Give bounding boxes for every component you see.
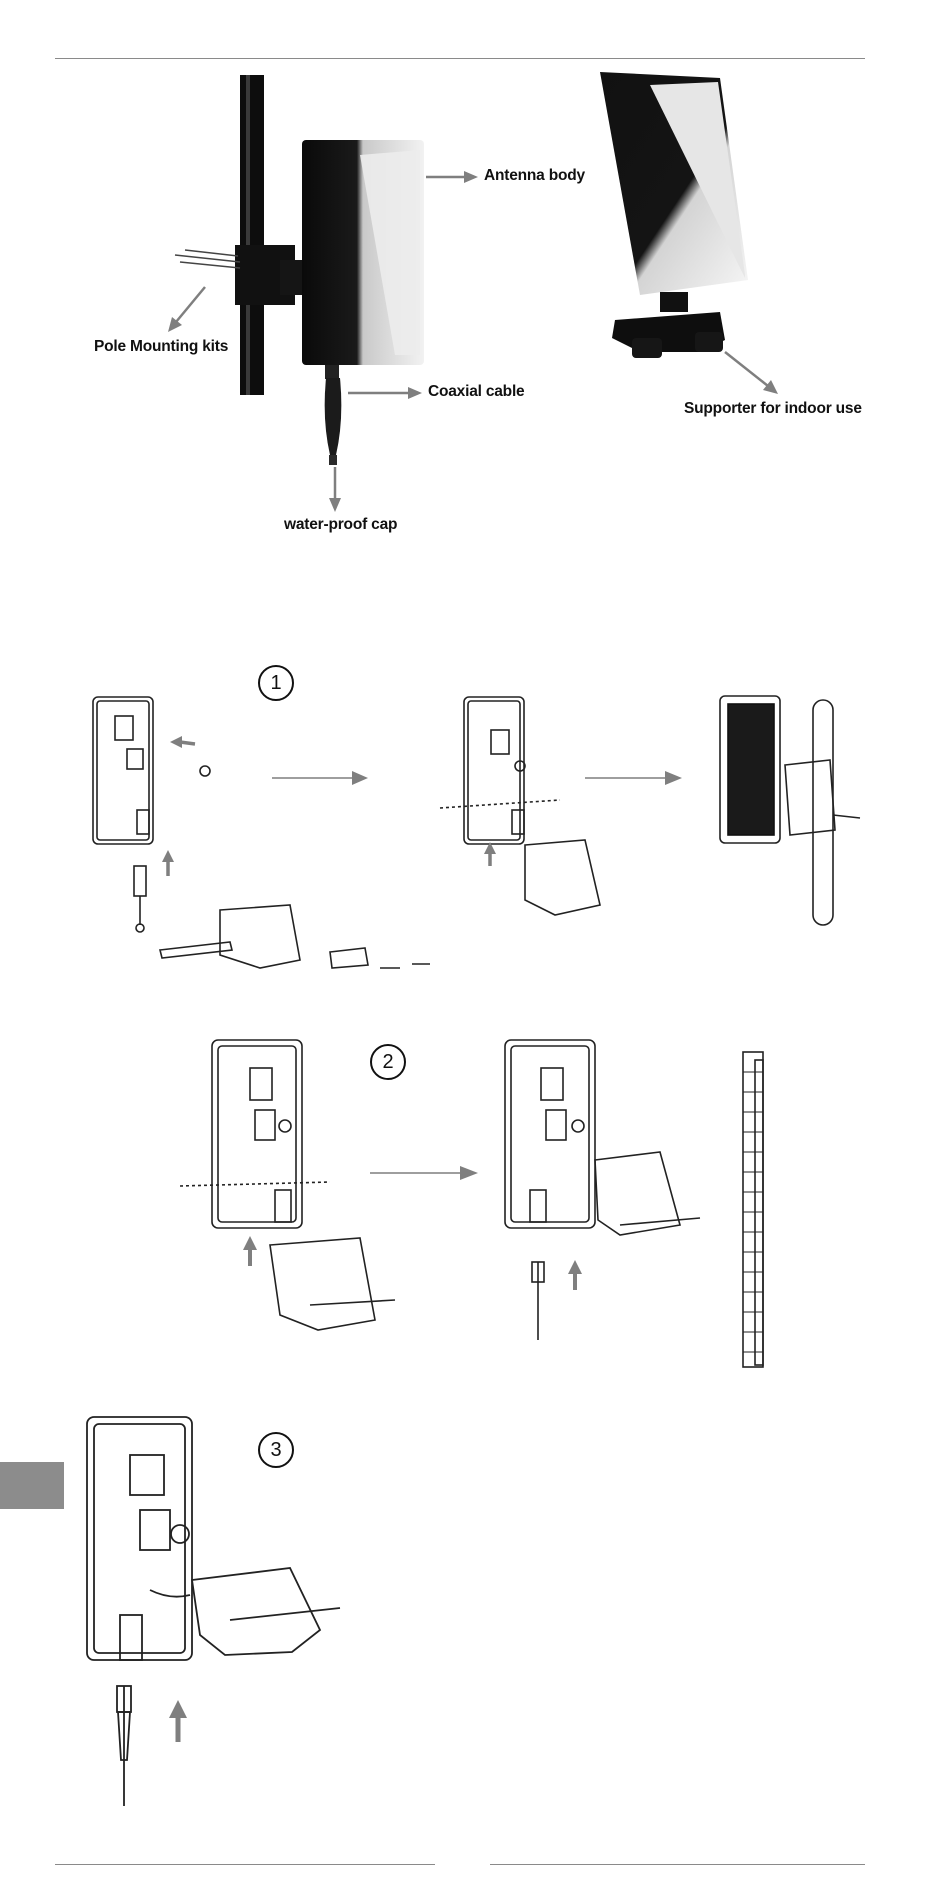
step3-illustration bbox=[0, 0, 950, 1850]
footer-rule-left bbox=[55, 1864, 435, 1865]
step3-number: 3 bbox=[258, 1432, 294, 1468]
footer-rule-right bbox=[490, 1864, 865, 1865]
